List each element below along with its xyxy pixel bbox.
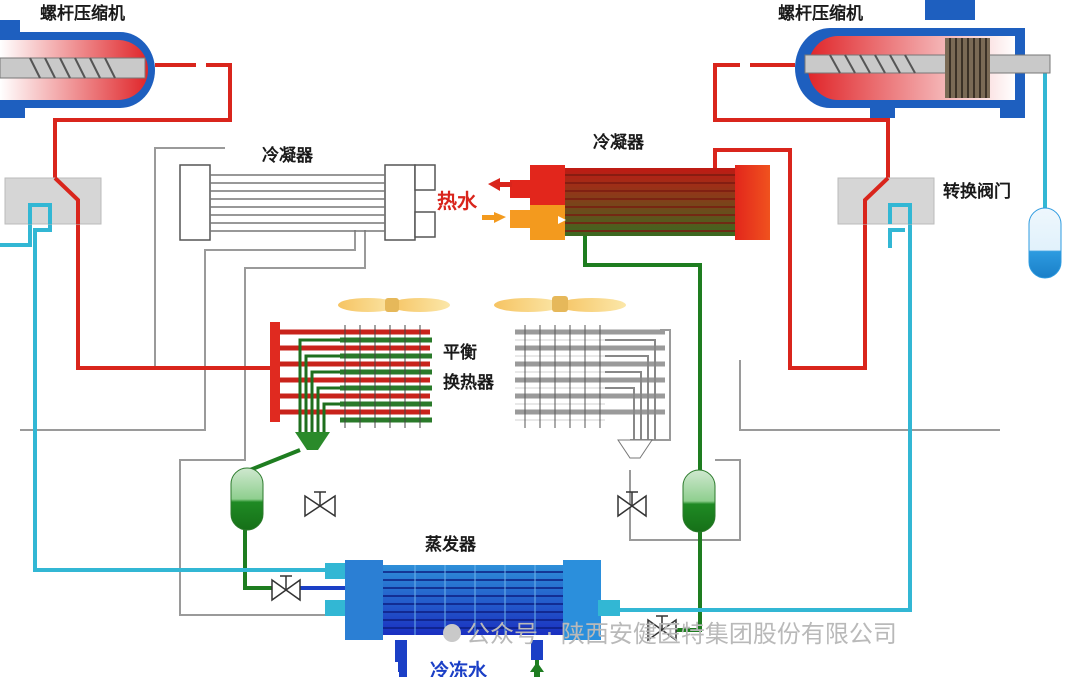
inactive-piping <box>20 147 1000 616</box>
expansion-valve-left-lower <box>271 575 301 602</box>
compressor-right <box>795 0 1051 118</box>
watermark: 公众号 · 陕西安健医特集团股份有限公司 <box>443 620 897 648</box>
label-condenser-right: 冷凝器 <box>593 132 645 153</box>
label-condenser-left: 冷凝器 <box>262 145 314 166</box>
label-compressor-right: 螺杆压缩机 <box>778 3 863 24</box>
receiver-right <box>682 469 716 533</box>
switch-valve-right <box>837 177 935 225</box>
label-hot-water: 热水 <box>437 189 478 213</box>
hot-gas-piping <box>53 63 890 370</box>
fan-right <box>494 296 626 312</box>
balance-hx-left <box>270 322 432 450</box>
label-chilled-water: 冷冻水 <box>430 659 488 677</box>
switch-valve-left <box>4 177 102 225</box>
expansion-valve-right-upper <box>617 491 647 518</box>
watermark-text: 公众号 · 陕西安健医特集团股份有限公司 <box>466 620 897 648</box>
balance-hx-right <box>515 325 665 459</box>
expansion-valve-left-upper <box>304 491 336 518</box>
condenser-right <box>510 165 770 240</box>
receiver-left <box>230 467 264 531</box>
label-compressor-left: 螺杆压缩机 <box>40 3 125 24</box>
compressor-left <box>0 20 155 118</box>
label-evaporator: 蒸发器 <box>425 534 477 555</box>
label-balance-hx-line2: 换热器 <box>443 372 495 393</box>
label-switch-valve: 转换阀门 <box>943 181 1011 202</box>
fan-left <box>338 298 450 312</box>
evaporator <box>325 560 620 662</box>
chilled-water-out-arrow <box>530 662 544 677</box>
condenser-left <box>179 164 436 241</box>
label-balance-hx-line1: 平衡 <box>443 342 477 363</box>
hot-water-arrows <box>482 178 512 223</box>
expansion-valve-right-lower <box>647 615 677 642</box>
accumulator-right <box>1028 207 1062 279</box>
chilled-water-in-marker <box>399 662 407 677</box>
